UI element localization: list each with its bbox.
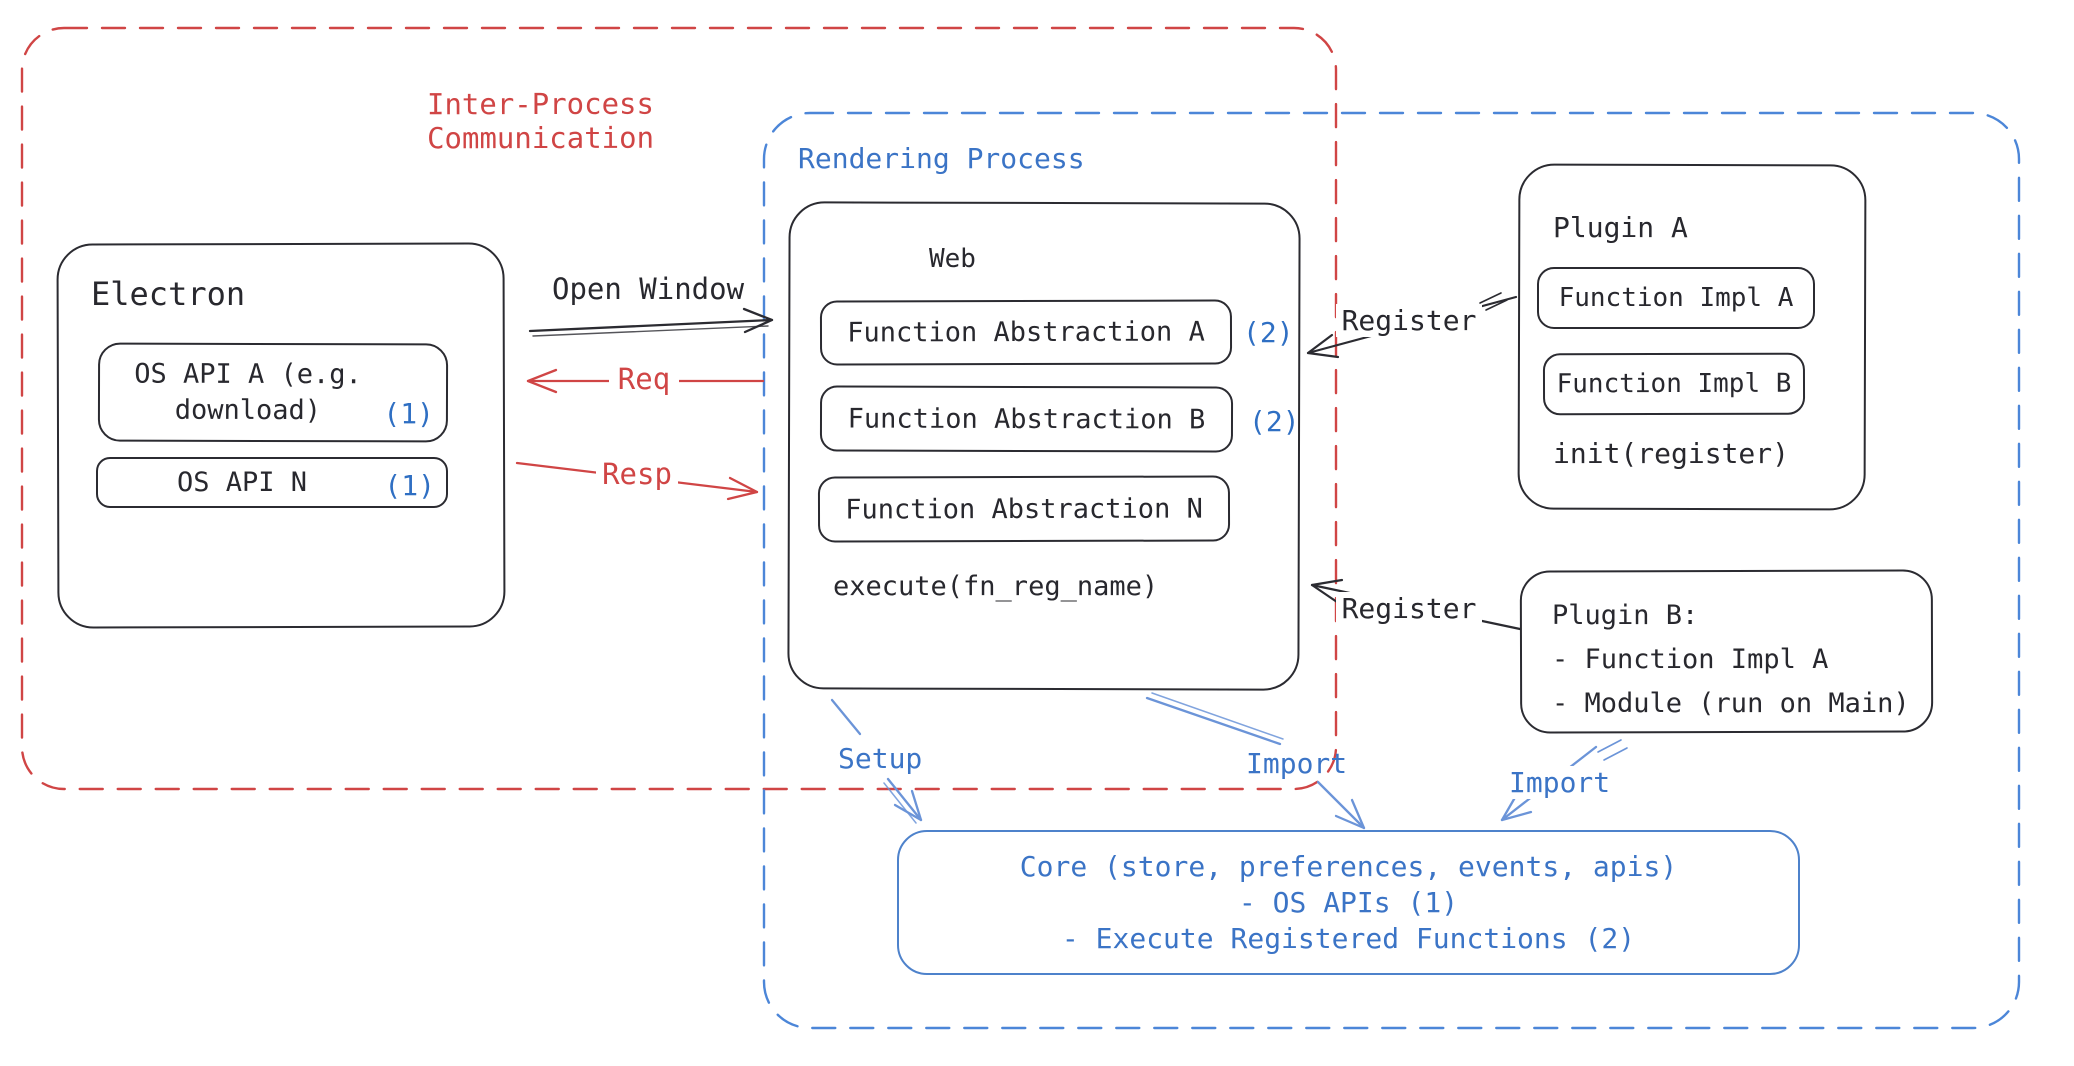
os-api-a-label-line2: download) (174, 394, 322, 426)
os-api-a-badge: (1) (383, 397, 434, 431)
plugin-a-title: Plugin A (1553, 211, 1688, 244)
rendering-region-border (762, 111, 2021, 1030)
electron-title: Electron (91, 275, 246, 313)
core-line3: - Execute Registered Functions (2) (1061, 921, 1636, 955)
setup-label: Setup (838, 742, 923, 775)
ipc-region-border (20, 26, 1338, 791)
req-label: Req (609, 362, 679, 396)
setup-arrow (830, 698, 923, 824)
register-plugin-b-label: Register (1336, 592, 1482, 625)
import-web-arrow (1145, 692, 1366, 830)
os-api-n-box: OS API N (1) (96, 457, 448, 508)
function-impl-b-box: Function Impl B (1542, 352, 1806, 416)
open-window-arrow (528, 307, 774, 337)
rendering-region-label: Rendering Process (798, 142, 1085, 175)
core-text: Core (store, preferences, events, apis) … (1020, 849, 1677, 957)
core-line1: Core (store, preferences, events, apis) (1019, 849, 1678, 883)
register-plugin-a-label: Register (1336, 304, 1482, 337)
ipc-region-label-line1: Inter-Process (426, 86, 654, 122)
core-line2: - OS APIs (1) (1238, 885, 1459, 919)
function-impl-a-label: Function Impl A (1558, 283, 1794, 313)
plugin-b-text: Plugin B: - Function Impl A - Module (ru… (1552, 594, 1910, 726)
core-box: Core (store, preferences, events, apis) … (897, 830, 1800, 975)
os-api-n-badge: (1) (384, 469, 435, 502)
web-title: Web (929, 244, 976, 274)
open-window-label: Open Window (552, 272, 745, 306)
function-abstraction-b-badge: (2) (1249, 405, 1300, 438)
plugin-b-title: Plugin B: (1552, 600, 1699, 631)
function-impl-b-label: Function Impl B (1556, 368, 1792, 400)
import-plugin-b-label: Import (1504, 766, 1616, 799)
function-abstraction-b-box: Function Abstraction B (819, 385, 1234, 453)
plugin-a-init-label: init(register) (1553, 437, 1790, 470)
resp-label: Resp (596, 457, 678, 491)
os-api-a-label: OS API A (e.g. download) (134, 356, 412, 429)
ipc-region-label: Inter-Process Communication (427, 87, 654, 156)
plugin-b-item-module: - Module (run on Main) (1552, 688, 1910, 719)
function-impl-a-box: Function Impl A (1537, 267, 1815, 329)
plugin-b-item-function-impl-a: - Function Impl A (1552, 644, 1829, 675)
function-abstraction-b-label: Function Abstraction B (847, 403, 1206, 435)
import-web-label: Import (1246, 747, 1348, 780)
function-abstraction-n-label: Function Abstraction N (845, 493, 1203, 525)
os-api-a-box: OS API A (e.g. download) (1) (97, 342, 449, 443)
function-abstraction-a-box: Function Abstraction A (819, 299, 1233, 366)
function-abstraction-n-box: Function Abstraction N (817, 475, 1231, 543)
ipc-region-label-line2: Communication (427, 120, 655, 156)
os-api-a-label-line1: OS API A (e.g. (134, 358, 362, 390)
function-abstraction-a-badge: (2) (1243, 316, 1294, 349)
web-execute-label: execute(fn_reg_name) (833, 571, 1159, 602)
function-abstraction-a-label: Function Abstraction A (847, 316, 1205, 349)
os-api-n-label: OS API N (176, 467, 308, 498)
